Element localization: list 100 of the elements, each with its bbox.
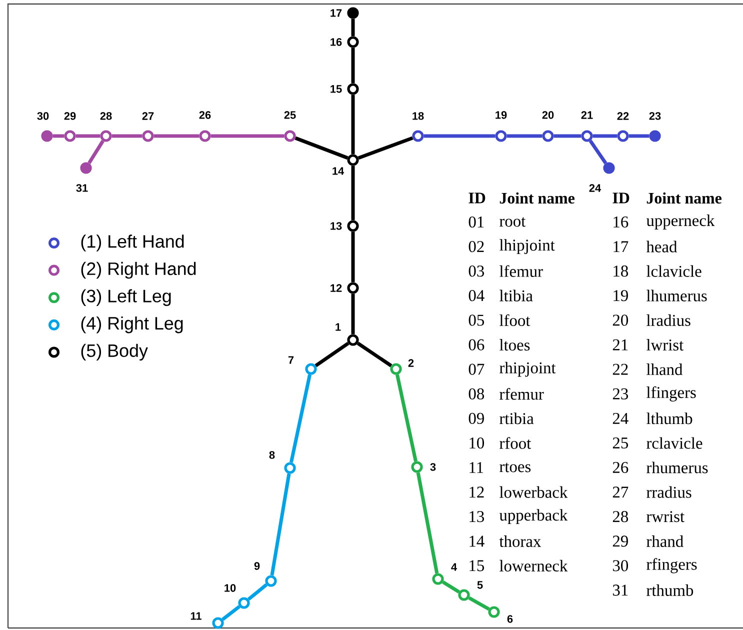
joint-number: 25 [284,111,296,119]
table-cell: rclavicle [646,437,702,449]
bone-line [351,166,355,220]
bone-line [351,48,355,84]
bone-line [351,94,355,154]
table-cell: root [500,217,526,227]
joint-number: 24 [589,184,602,192]
bone-line [554,134,582,138]
table-cell: rthumb [646,584,694,596]
joint-number: 10 [224,584,236,592]
table-cell: 29 [612,536,628,547]
joint-number: 1 [336,323,341,331]
table-cell: rhand [646,535,684,547]
joint-number: 19 [496,111,507,119]
joint-number: 21 [581,111,593,119]
table-cell: 09 [468,412,484,424]
bone-line [314,342,350,368]
table-cell: upperneck [646,214,715,230]
bone-line [76,134,100,138]
joint-number: 28 [100,112,112,120]
bone-line [154,134,200,138]
table-cell: ID [468,192,486,204]
table-cell: 25 [612,437,628,448]
legend-label: (3) Left Leg [81,289,171,306]
joint-number: 31 [76,184,88,192]
table-cell: 28 [612,511,628,522]
table-cell: 19 [614,290,628,302]
bone-line [88,140,104,164]
legend-label: (2) Right Hand [81,262,196,279]
table-cell: rhumerus [646,462,708,474]
bone-line [351,294,355,334]
joint-number: 26 [199,111,211,119]
table-cell: lhumerus [646,290,707,302]
bone-line [356,342,392,368]
table-cell: lhand [646,364,683,376]
table-cell: lhipjoint [500,239,555,254]
bone-line [247,583,268,601]
table-cell: rfoot [500,437,532,449]
table-cell: 23 [612,388,628,400]
bone-line [442,580,460,594]
bone-line [588,140,608,164]
table-cell: 31 [612,584,628,596]
table-cell: 26 [612,462,628,473]
joint-number: 11 [190,612,202,620]
joint-number: 27 [142,112,154,120]
table-cell: 01 [468,216,484,228]
bone-line [628,134,650,138]
table-cell: ltoes [500,339,530,351]
table-cell: 10 [470,437,484,449]
table-cell: 21 [612,339,628,350]
table-cell: 16 [614,216,628,228]
legend-label: (4) Right Leg [81,316,183,334]
table-cell: rtibia [500,412,534,424]
table-cell: 18 [614,266,628,277]
table-cell: 04 [468,290,484,302]
table-cell: lwrist [646,339,684,351]
joint-number: 18 [412,112,424,120]
table-cell: Joint name [646,192,722,204]
table-cell: lowerneck [500,560,568,572]
table-cell: lfingers [646,386,696,402]
joint-number: 8 [269,451,275,459]
bone-line [592,134,618,138]
bone-line [468,596,490,611]
joint-number: 14 [332,167,344,175]
bone-line [424,134,496,138]
table-cell: rradius [646,486,692,498]
table-cell: rwrist [646,511,684,522]
joint-number: 5 [477,581,483,589]
table-cell: 27 [612,486,628,498]
table-cell: thorax [499,535,541,547]
table-cell: 06 [468,339,484,350]
table-cell: 20 [612,314,628,326]
table-cell: lfemur [500,265,543,277]
table-cell: 11 [470,462,484,473]
table-cell: 30 [612,560,628,572]
table-cell: Joint name [500,192,574,204]
bone-line [210,134,284,138]
bone-line [396,374,418,462]
table-cell: 13 [470,511,484,522]
table-cell: head [646,240,678,252]
joint-number: 6 [507,615,513,623]
table-cell: rtoes [500,462,531,472]
table-cell: 02 [468,241,484,252]
bone-line [351,232,355,282]
table-cell: 08 [468,388,484,400]
bone-line [351,18,355,36]
bone-line [416,472,439,574]
table-cell: 22 [612,364,628,375]
table-cell: upperback [499,509,568,524]
table-cell: lowerback [500,486,568,498]
bone-line [112,134,142,138]
table-cell: lradius [646,314,690,326]
table-cell: 17 [614,241,628,252]
joint-number: 13 [330,222,342,230]
table-cell: lthumb [646,412,692,424]
table-cell: lfoot [500,314,530,326]
joint-number: 20 [542,111,554,119]
joint-number: 7 [288,356,294,364]
table-cell: 15 [470,560,484,572]
bone-line [222,605,240,621]
